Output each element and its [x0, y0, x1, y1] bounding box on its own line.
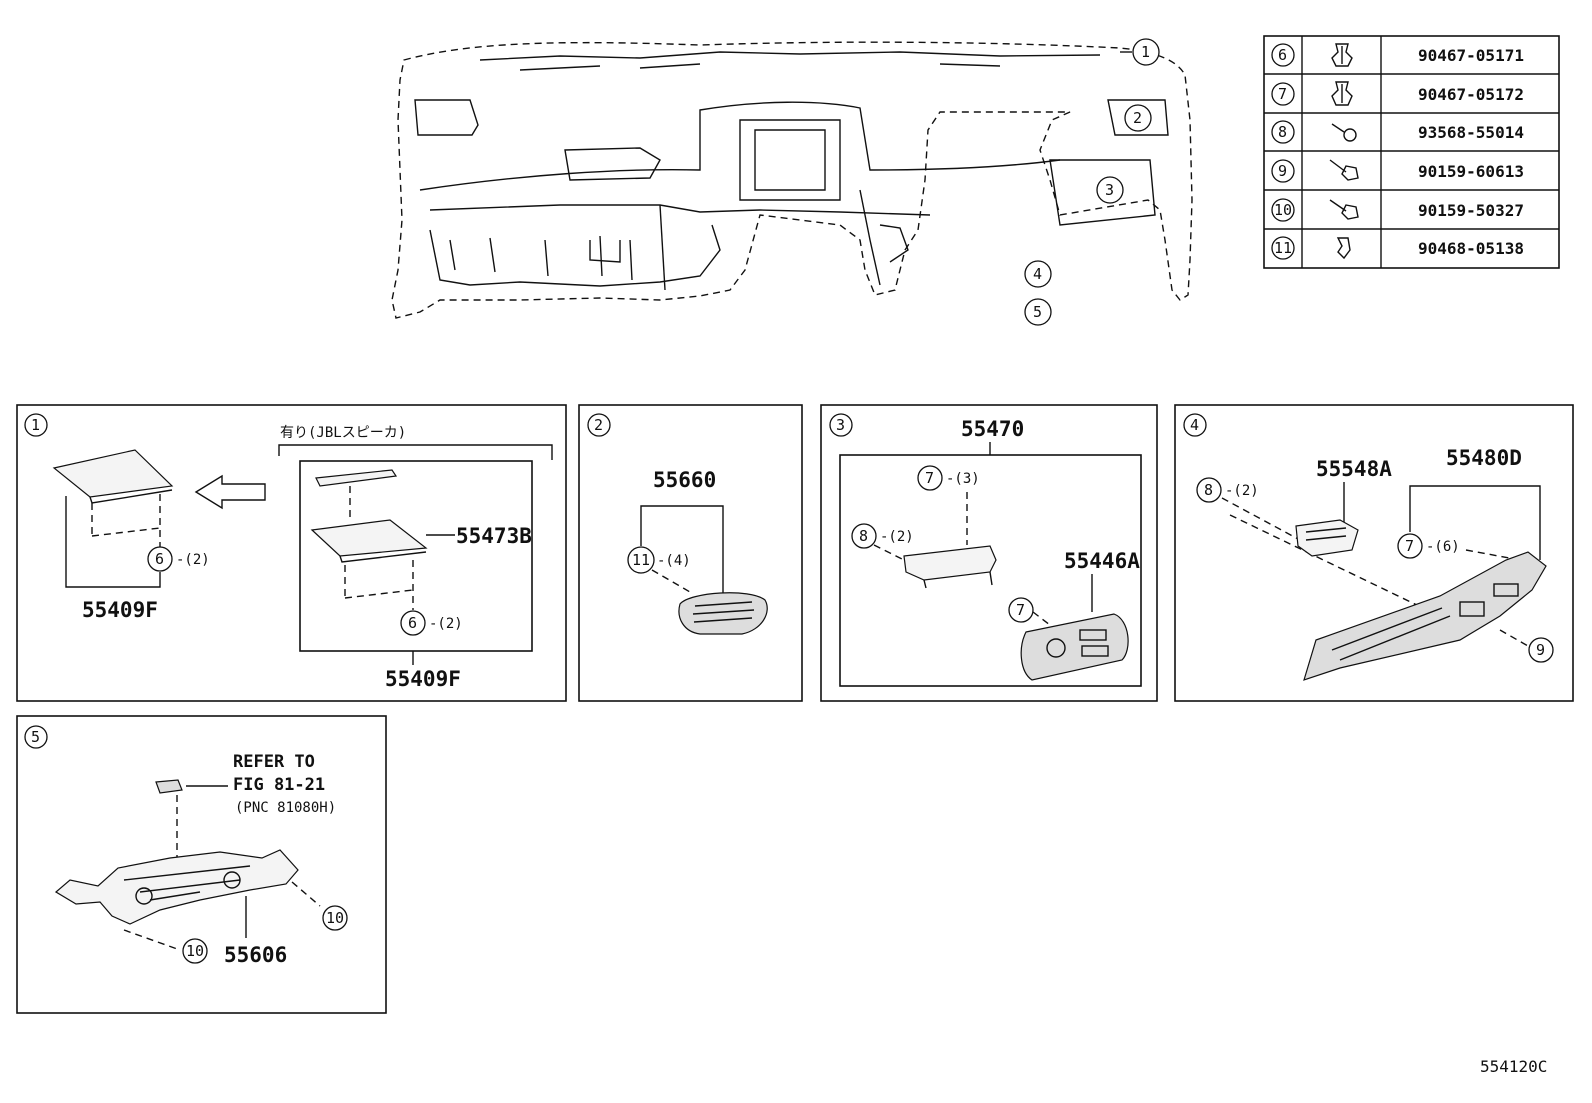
row-part-no: 90467-05171: [1418, 46, 1524, 65]
screw-qty: -(2): [1225, 483, 1259, 499]
row-ref: 6: [1278, 46, 1287, 64]
callout-3-circle: [1096, 176, 1124, 204]
screw-icon: [1331, 123, 1357, 142]
part-number: 55606: [224, 943, 287, 967]
speaker-grille-part: [310, 469, 455, 610]
direction-arrow: [194, 474, 266, 510]
part-b-number: 55480D: [1446, 446, 1522, 470]
detail-panel-2: 2 55660 11 -(4): [578, 404, 803, 702]
screw-ref: 8: [859, 527, 868, 545]
right-part-main: 55473B: [456, 524, 532, 548]
right-clip-ref: 6: [408, 614, 417, 632]
overview-callout-5: 5: [1033, 303, 1042, 321]
callout-2-circle: [1124, 104, 1152, 132]
detail-panel-3: 3 55470 7 -(3) 8 -(2) 55446A 7: [820, 404, 1158, 702]
clip-qty: -(4): [657, 553, 691, 569]
panel-index: 3: [836, 416, 845, 434]
part-number: 55470: [961, 417, 1024, 441]
screw-qty: -(2): [880, 529, 914, 545]
detail-panel-5: 5 REFER TO FIG 81-21 (PNC 81080H) 10 10 …: [16, 715, 387, 1014]
overview-callout-4: 4: [1033, 265, 1042, 283]
lower-trim-panel-part: [1303, 551, 1547, 681]
row-part-no: 90468-05138: [1418, 239, 1524, 258]
left-part-number: 55409F: [82, 598, 158, 622]
under-cover-part: [54, 849, 299, 925]
bracket-part: [1295, 519, 1359, 557]
switch-panel-part: [1020, 613, 1129, 681]
detail-panel-4: 4 55548A 55480D 8 -(2) 7 -(6) 9: [1174, 404, 1574, 702]
refer-line-3: (PNC 81080H): [235, 800, 336, 816]
left-clip-ref: 6: [155, 550, 164, 568]
air-vent-part: [678, 592, 768, 635]
sub-part-number: 55446A: [1064, 549, 1140, 573]
clip-ref: 7: [1405, 537, 1414, 555]
sub-clip-ref: 7: [1016, 601, 1025, 619]
row-ref: 10: [1274, 201, 1292, 219]
jbl-subassembly-box: [299, 460, 533, 652]
overview-callout-2: 2: [1133, 109, 1142, 127]
figure-code: 554120C: [1480, 1057, 1547, 1076]
speaker-cover-part: [52, 449, 174, 550]
connector-part: [155, 779, 183, 868]
refer-line-1: REFER TO: [233, 752, 315, 772]
table-row: 7 90467-05172: [1271, 81, 1524, 106]
panel-index: 1: [31, 416, 40, 434]
panel-index: 2: [594, 416, 603, 434]
push-clip-icon: [1331, 81, 1353, 106]
row-ref: 11: [1274, 239, 1292, 257]
table-row: 8 93568-55014: [1271, 120, 1524, 144]
bolt-icon: [1329, 159, 1359, 181]
push-clip-icon: [1331, 43, 1353, 67]
callout-4-circle: [1024, 260, 1052, 288]
detail-panel-1: 1 6 -(2) 55409F 有り(JBLスピーカ): [16, 404, 567, 702]
row-ref: 8: [1278, 123, 1287, 141]
overview-callout-1: 1: [1141, 43, 1150, 61]
row-part-no: 93568-55014: [1418, 123, 1524, 142]
part-a-number: 55548A: [1316, 457, 1392, 481]
panel-index: 4: [1190, 416, 1199, 434]
row-part-no: 90467-05172: [1418, 85, 1524, 104]
table-row: 9 90159-60613: [1271, 159, 1524, 183]
switch-bezel-part: [903, 545, 997, 589]
clip-ref: 11: [632, 551, 650, 569]
callout-5-circle: [1024, 298, 1052, 326]
bolt-ref-b: 10: [186, 942, 204, 960]
panel-index: 5: [31, 728, 40, 746]
part-number: 55660: [653, 468, 716, 492]
bolt-icon: [1329, 199, 1359, 220]
row-ref: 7: [1278, 85, 1287, 103]
callout-1-circle: [1132, 38, 1160, 66]
clip-a-qty: -(3): [946, 471, 980, 487]
overview-callout-3: 3: [1105, 181, 1114, 199]
clip-icon: [1336, 237, 1351, 260]
row-part-no: 90159-60613: [1418, 162, 1524, 181]
fastener-table: 6 90467-05171 7 90467-05172 8: [1263, 35, 1560, 269]
instrument-panel-overview: [391, 41, 1193, 319]
clip-a-ref: 7: [925, 469, 934, 487]
overview-callouts: 1 2 3 4 5: [1024, 38, 1160, 326]
bolt-ref: 9: [1536, 641, 1545, 659]
jbl-speaker-label: 有り(JBLスピーカ): [280, 425, 406, 441]
right-part-bottom: 55409F: [385, 667, 461, 691]
table-row: 10 90159-50327: [1271, 198, 1524, 222]
row-ref: 9: [1278, 162, 1287, 180]
right-clip-qty: -(2): [429, 616, 463, 632]
table-row: 6 90467-05171: [1271, 43, 1524, 67]
row-part-no: 90159-50327: [1418, 201, 1524, 220]
bolt-ref-a: 10: [326, 909, 344, 927]
clip-qty: -(6): [1426, 539, 1460, 555]
refer-line-2: FIG 81-21: [233, 775, 325, 795]
screw-ref: 8: [1204, 481, 1213, 499]
table-row: 11 90468-05138: [1271, 236, 1524, 260]
left-clip-qty: -(2): [176, 552, 210, 568]
